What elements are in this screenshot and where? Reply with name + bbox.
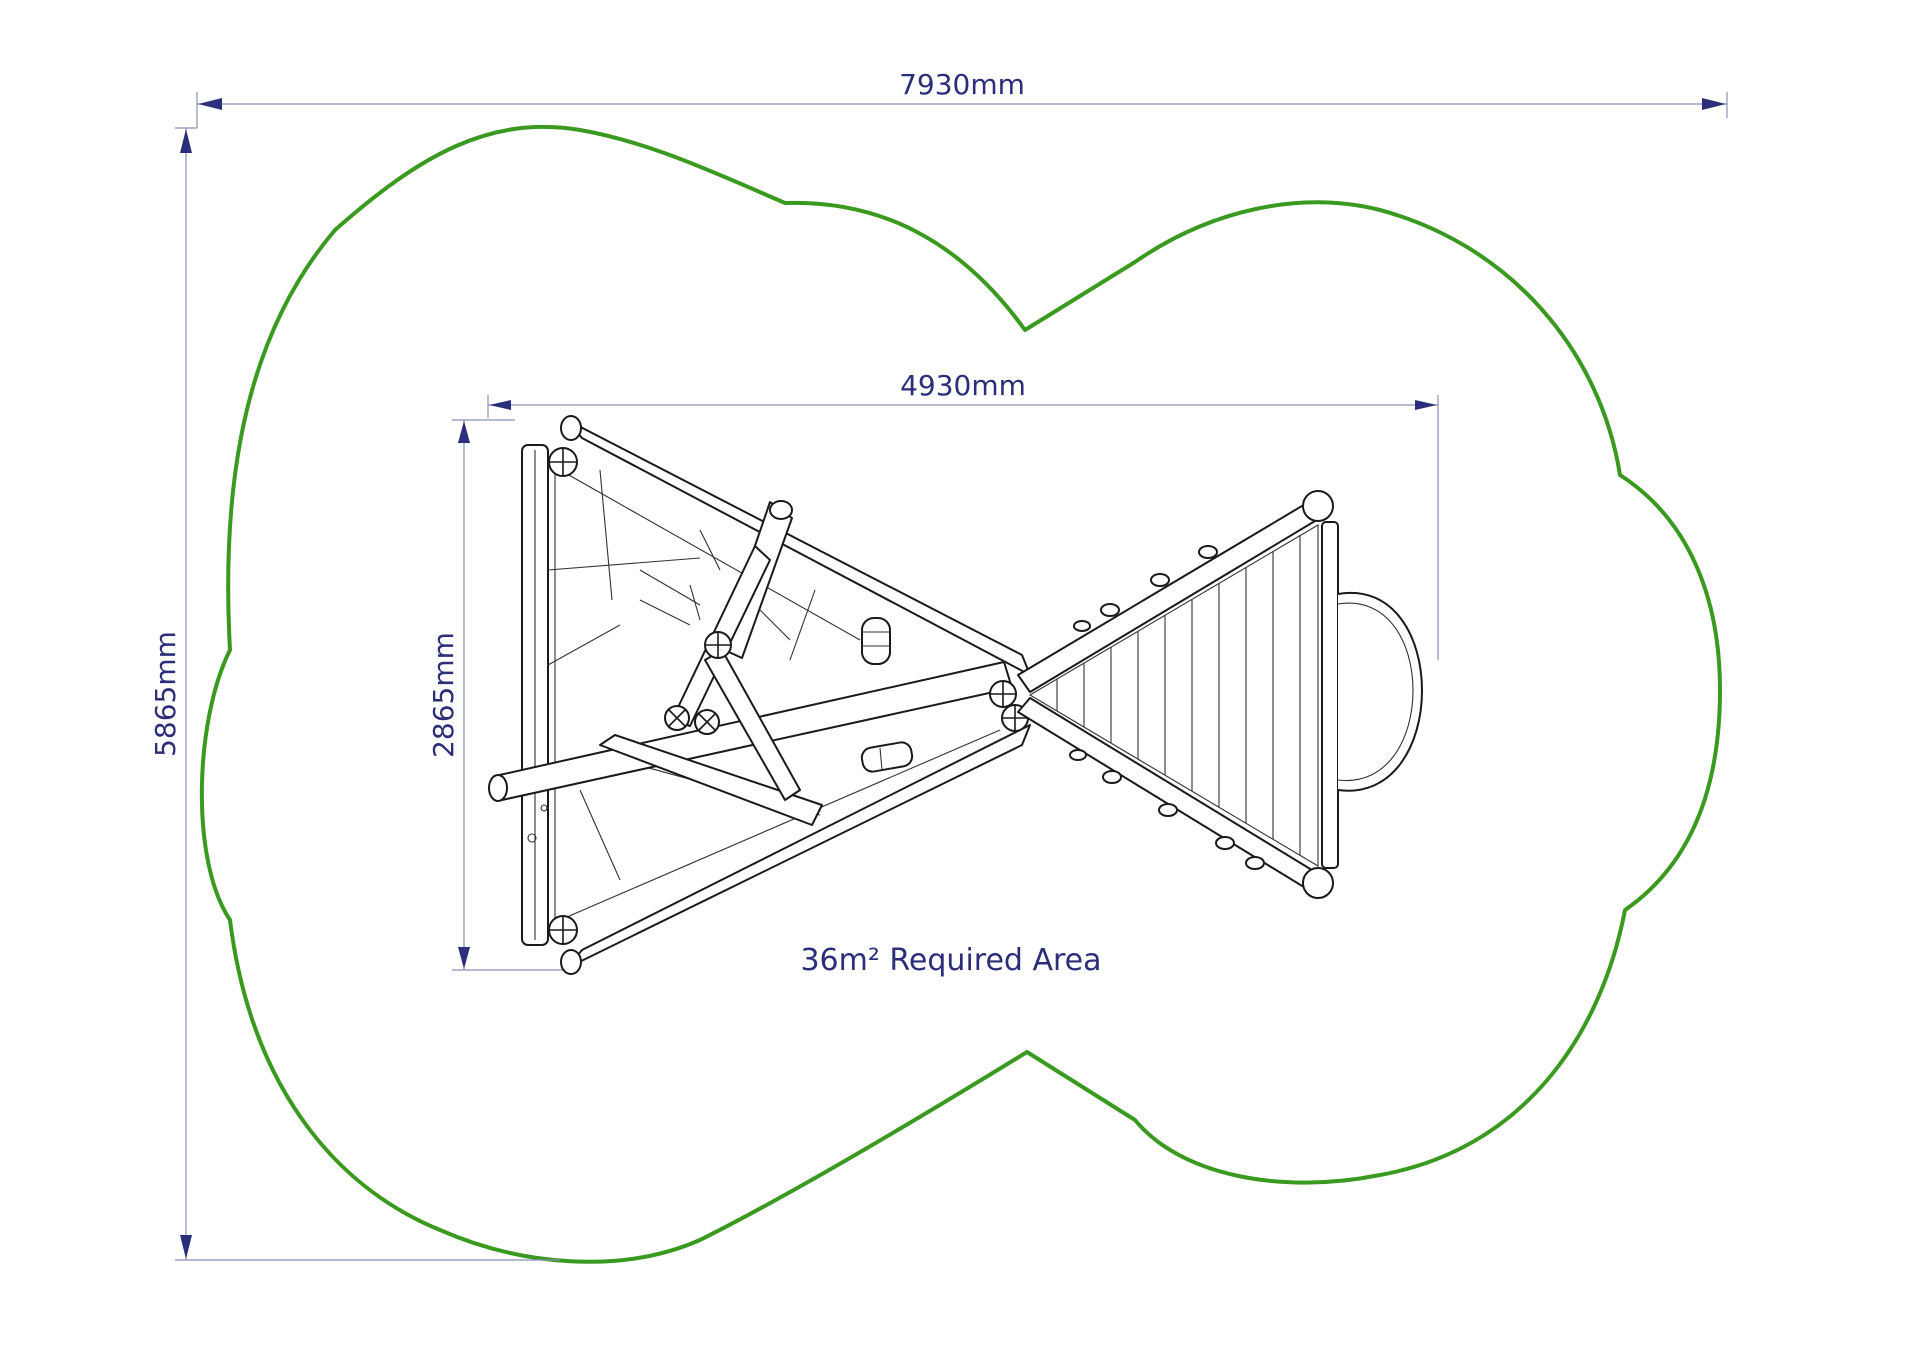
left-arrow-icon <box>489 400 511 410</box>
right-arrow-icon <box>1702 98 1726 110</box>
safety-zone-boundary <box>199 124 1722 1264</box>
bolt-icon <box>548 447 578 477</box>
down-arrow-icon <box>180 1235 192 1259</box>
outer-width-dimension: 7930mm <box>196 68 1728 128</box>
climbing-hold-icon <box>1069 545 1265 870</box>
play-equipment <box>488 415 1423 975</box>
bolt-icon <box>664 705 690 731</box>
inner-height-label: 2865mm <box>427 632 460 758</box>
handrail-arc <box>1337 591 1423 792</box>
outer-height-dimension: 5865mm <box>149 127 560 1261</box>
outer-height-label: 5865mm <box>149 631 182 757</box>
crossing-beams <box>488 500 1013 843</box>
inner-width-label: 4930mm <box>900 369 1026 402</box>
left-arrow-icon <box>198 98 222 110</box>
inner-height-dimension: 2865mm <box>427 419 570 971</box>
up-arrow-icon <box>458 421 470 443</box>
inner-width-dimension: 4930mm <box>487 369 1439 660</box>
outer-width-label: 7930mm <box>899 68 1025 101</box>
down-arrow-icon <box>458 947 470 969</box>
climbing-wall <box>1017 490 1423 899</box>
up-arrow-icon <box>180 129 192 153</box>
bolt-icon <box>704 631 732 659</box>
wall-slats <box>1056 535 1301 855</box>
bolt-icon <box>694 709 720 735</box>
right-arrow-icon <box>1415 400 1437 410</box>
roller-icon <box>860 741 914 773</box>
climbing-net-frame <box>521 415 1031 975</box>
bolt-icon <box>548 915 578 945</box>
spring-icon <box>861 617 891 665</box>
required-area-label: 36m² Required Area <box>800 943 1101 978</box>
